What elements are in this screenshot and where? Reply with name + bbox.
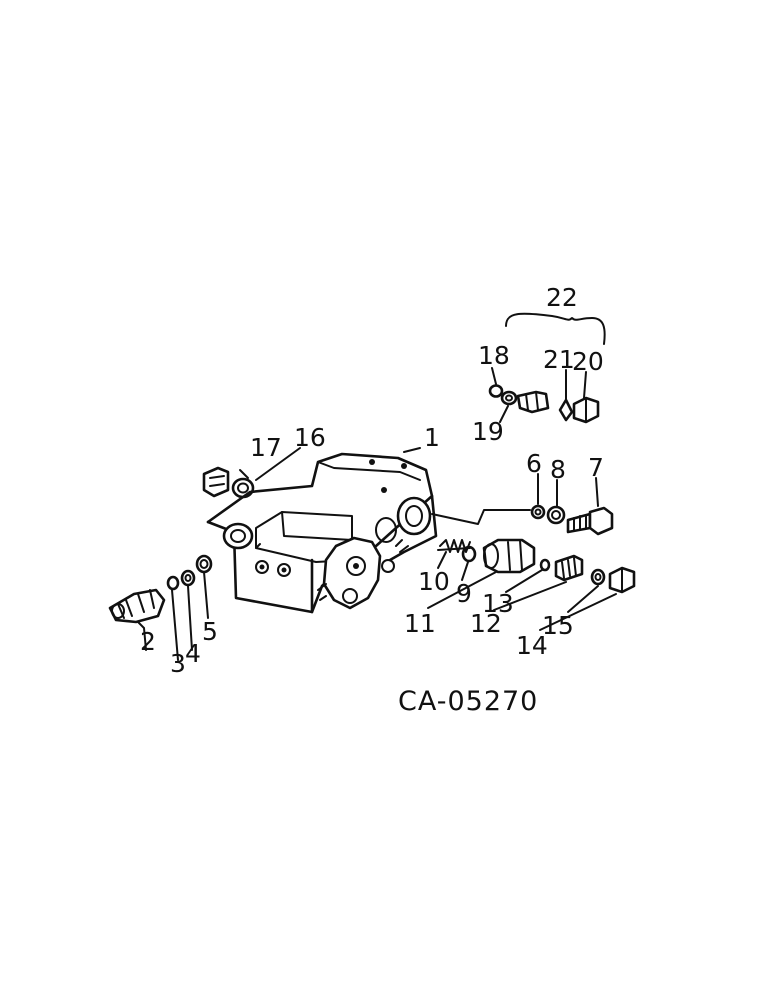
callout-7: 7 [588,453,604,482]
part-11-spool [482,538,536,574]
callout-13: 13 [482,589,514,618]
diagram-code: CA-05270 [398,686,538,717]
valve-body [206,452,438,614]
callout-12: 12 [470,609,502,638]
part-2-plunger [108,588,166,624]
part-3-washer [166,575,180,591]
callout-11: 11 [404,609,436,638]
callout-labels: 1 2 3 4 5 6 7 8 9 10 11 12 13 14 15 16 1… [140,283,604,678]
callout-1: 1 [424,423,440,452]
callout-19: 19 [472,417,504,446]
callout-20: 20 [572,347,604,376]
part-17-plug [202,466,230,498]
part-13-ring [539,558,551,572]
part-8-o-ring [546,505,566,525]
part-20-cap [572,396,600,424]
callout-2: 2 [140,627,156,656]
callout-6: 6 [526,449,542,478]
callout-21: 21 [543,345,575,374]
part-19-ring [500,390,518,406]
part-12-spring [554,554,584,582]
part-relief-valve-stem [516,390,550,414]
callout-3: 3 [170,649,186,678]
part-7-bolt [566,506,614,536]
callout-15: 15 [542,611,574,640]
part-15-ring [590,568,606,586]
callout-18: 18 [478,341,510,370]
callout-8: 8 [550,455,566,484]
part-5-o-ring [195,554,213,574]
part-18-ring [488,384,504,398]
callout-9: 9 [456,579,472,608]
part-14-plug [608,566,636,594]
part-6-ring [530,504,546,520]
callout-10: 10 [418,567,450,596]
callout-17: 17 [250,433,282,462]
part-4-ring [180,569,196,587]
callout-22: 22 [546,283,578,312]
part-21-washer [558,398,574,422]
part-9-ring [461,545,477,563]
callout-4: 4 [185,639,201,668]
part-16-seal [231,477,255,499]
callout-16: 16 [294,423,326,452]
leader-lines [137,312,617,661]
callout-14: 14 [516,631,548,660]
callout-5: 5 [202,617,218,646]
